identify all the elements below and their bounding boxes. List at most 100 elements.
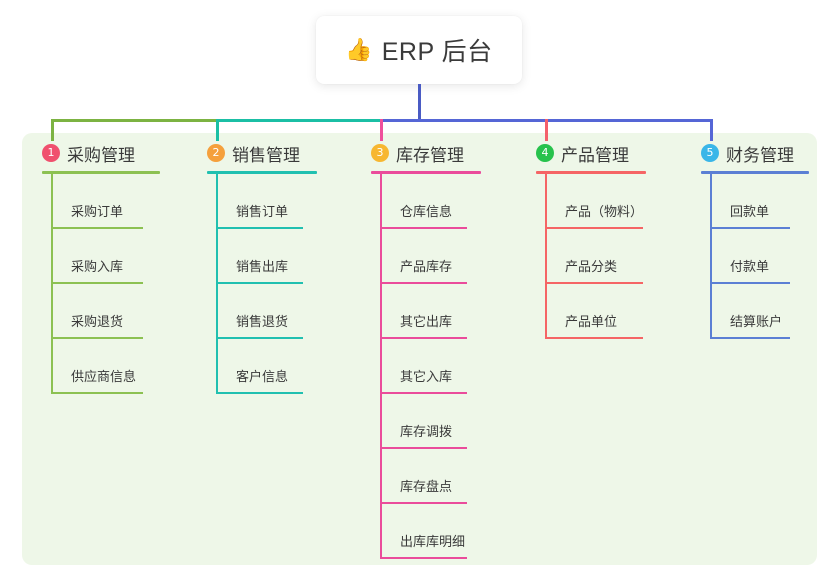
leaf-node[interactable]: 供应商信息 bbox=[42, 339, 160, 394]
leaf-node-label: 产品库存 bbox=[400, 259, 453, 274]
branch-trunk-line bbox=[51, 174, 53, 394]
branch-drop-line-5 bbox=[710, 119, 713, 141]
root-title: ERP 后台 bbox=[381, 38, 493, 66]
leaf-node-underline bbox=[380, 557, 467, 559]
leaf-node-underline bbox=[51, 227, 143, 229]
branch-trunk-line bbox=[216, 174, 218, 394]
column-items: 回款单付款单结算账户 bbox=[701, 174, 809, 339]
bus-segment-mid bbox=[216, 119, 382, 122]
leaf-node-underline bbox=[710, 227, 790, 229]
leaf-node[interactable]: 客户信息 bbox=[207, 339, 317, 394]
leaf-node[interactable]: 其它出库 bbox=[371, 284, 481, 339]
leaf-node[interactable]: 仓库信息 bbox=[371, 174, 481, 229]
column-3: 3 库存管理仓库信息产品库存其它出库其它入库库存调拨库存盘点出库库明细 bbox=[371, 140, 481, 559]
leaf-node-underline bbox=[710, 282, 790, 284]
column-number-badge: 1 bbox=[42, 144, 60, 162]
branch-drop-line-4 bbox=[545, 119, 548, 141]
leaf-node-label: 产品分类 bbox=[565, 259, 618, 274]
leaf-node-label: 库存调拨 bbox=[400, 424, 453, 439]
leaf-node[interactable]: 采购订单 bbox=[42, 174, 160, 229]
column-number-badge: 5 bbox=[701, 144, 719, 162]
column-header-3[interactable]: 3 库存管理 bbox=[371, 140, 481, 166]
column-number-badge: 4 bbox=[536, 144, 554, 162]
leaf-node-underline bbox=[51, 337, 143, 339]
column-1: 1 采购管理采购订单采购入库采购退货供应商信息 bbox=[42, 140, 160, 394]
leaf-node-label: 产品单位 bbox=[565, 314, 618, 329]
column-underline bbox=[42, 171, 160, 174]
leaf-node[interactable]: 产品（物料） bbox=[536, 174, 646, 229]
leaf-node[interactable]: 采购退货 bbox=[42, 284, 160, 339]
leaf-node-label: 库存盘点 bbox=[400, 479, 453, 494]
leaf-node-underline bbox=[216, 392, 303, 394]
leaf-node-label: 供应商信息 bbox=[71, 369, 137, 384]
leaf-node-underline bbox=[380, 447, 467, 449]
leaf-node-underline bbox=[380, 392, 467, 394]
leaf-node[interactable]: 销售退货 bbox=[207, 284, 317, 339]
column-header-1[interactable]: 1 采购管理 bbox=[42, 140, 160, 166]
thumbs-up-icon: 👍 bbox=[345, 37, 373, 62]
leaf-node[interactable]: 库存调拨 bbox=[371, 394, 481, 449]
column-items: 采购订单采购入库采购退货供应商信息 bbox=[42, 174, 160, 394]
column-header-4[interactable]: 4 产品管理 bbox=[536, 140, 646, 166]
column-title: 库存管理 bbox=[396, 145, 464, 165]
leaf-node[interactable]: 出库库明细 bbox=[371, 504, 481, 559]
column-items: 销售订单销售出库销售退货客户信息 bbox=[207, 174, 317, 394]
leaf-node[interactable]: 产品分类 bbox=[536, 229, 646, 284]
branch-trunk-line bbox=[710, 174, 712, 339]
leaf-node[interactable]: 产品库存 bbox=[371, 229, 481, 284]
leaf-node-underline bbox=[545, 227, 643, 229]
leaf-node-label: 销售订单 bbox=[236, 204, 289, 219]
leaf-node-underline bbox=[216, 337, 303, 339]
column-4: 4 产品管理产品（物料） 产品分类产品单位 bbox=[536, 140, 646, 339]
leaf-node-underline bbox=[545, 282, 643, 284]
leaf-node-label: 仓库信息 bbox=[400, 204, 453, 219]
leaf-node[interactable]: 回款单 bbox=[701, 174, 809, 229]
leaf-node-label: 其它入库 bbox=[400, 369, 453, 384]
branch-drop-line-2 bbox=[216, 119, 219, 141]
leaf-node-label: 客户信息 bbox=[236, 369, 289, 384]
column-items: 产品（物料） 产品分类产品单位 bbox=[536, 174, 646, 339]
leaf-node-underline bbox=[216, 227, 303, 229]
leaf-node-label: 产品（物料） bbox=[565, 204, 644, 219]
leaf-node[interactable]: 结算账户 bbox=[701, 284, 809, 339]
column-underline bbox=[701, 171, 809, 174]
leaf-node-underline bbox=[380, 227, 467, 229]
leaf-node-label: 销售出库 bbox=[236, 259, 289, 274]
leaf-node-label: 采购退货 bbox=[71, 314, 124, 329]
leaf-node[interactable]: 库存盘点 bbox=[371, 449, 481, 504]
root-node[interactable]: 👍 ERP 后台 bbox=[316, 16, 522, 84]
column-title: 采购管理 bbox=[67, 145, 135, 165]
leaf-node[interactable]: 销售订单 bbox=[207, 174, 317, 229]
leaf-node-underline bbox=[216, 282, 303, 284]
bus-segment-left bbox=[51, 119, 218, 122]
leaf-node-underline bbox=[380, 282, 467, 284]
leaf-node-label: 回款单 bbox=[730, 204, 770, 219]
column-underline bbox=[371, 171, 481, 174]
leaf-node-underline bbox=[380, 337, 467, 339]
leaf-node-underline bbox=[51, 392, 143, 394]
branch-trunk-line bbox=[545, 174, 547, 339]
root-stem-line bbox=[418, 84, 421, 122]
column-title: 产品管理 bbox=[561, 145, 629, 165]
leaf-node-label: 采购入库 bbox=[71, 259, 124, 274]
column-underline bbox=[536, 171, 646, 174]
leaf-node[interactable]: 其它入库 bbox=[371, 339, 481, 394]
leaf-node-label: 销售退货 bbox=[236, 314, 289, 329]
leaf-node[interactable]: 产品单位 bbox=[536, 284, 646, 339]
leaf-node-underline bbox=[380, 502, 467, 504]
leaf-node[interactable]: 付款单 bbox=[701, 229, 809, 284]
leaf-node-underline bbox=[710, 337, 790, 339]
leaf-node-label: 出库库明细 bbox=[400, 534, 466, 549]
leaf-node-underline bbox=[545, 337, 643, 339]
column-underline bbox=[207, 171, 317, 174]
leaf-node-underline bbox=[51, 282, 143, 284]
leaf-node[interactable]: 销售出库 bbox=[207, 229, 317, 284]
leaf-node[interactable]: 采购入库 bbox=[42, 229, 160, 284]
column-number-badge: 2 bbox=[207, 144, 225, 162]
column-number-badge: 3 bbox=[371, 144, 389, 162]
branch-drop-line-3 bbox=[380, 119, 383, 141]
